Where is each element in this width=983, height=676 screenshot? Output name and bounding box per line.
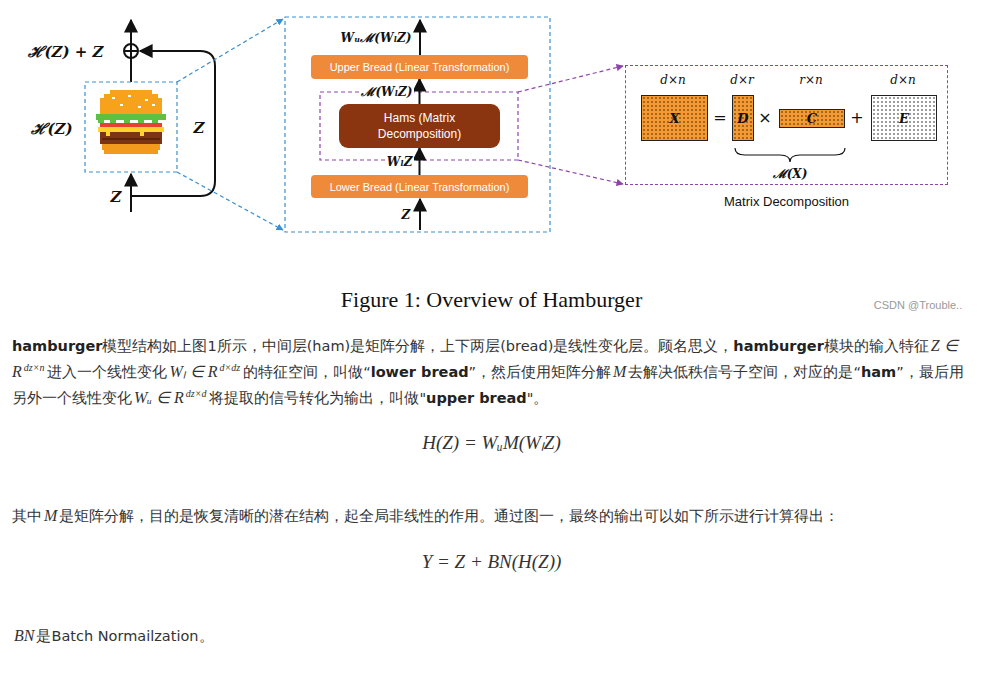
box-label: D bbox=[737, 111, 748, 126]
equation: H(Z) = WᵤM(WₗZ) bbox=[0, 429, 983, 455]
matrix-box: C bbox=[779, 109, 845, 128]
ham-box: Hams (Matrix Decomposition) bbox=[339, 104, 500, 148]
figure-caption: Figure 1: Overview of Hamburger bbox=[0, 287, 983, 313]
operator: = bbox=[713, 108, 726, 127]
math-term: Wₗ ∈ R bbox=[169, 363, 217, 380]
panel-caption: Matrix Decomposition bbox=[626, 194, 947, 209]
text-run: 的特征空间，叫做“ bbox=[243, 364, 371, 380]
matrix-box: D bbox=[732, 95, 754, 141]
matrix-box: X bbox=[641, 95, 708, 141]
edge-label: ℳ(WₗZ) bbox=[360, 83, 413, 100]
math-term: dz×n bbox=[24, 362, 45, 373]
flow-arrow bbox=[419, 148, 421, 175]
box-label: Upper Bread (Linear Transformation) bbox=[330, 61, 510, 73]
paragraph: BN是Batch Normailzation。 bbox=[12, 623, 970, 649]
math-term: M bbox=[613, 363, 626, 380]
zoom-leaders bbox=[177, 19, 623, 230]
box-label: Hams (Matrix Decomposition) bbox=[347, 110, 492, 142]
dimension-label: r×n bbox=[799, 73, 823, 87]
input-symbol: Z bbox=[402, 208, 411, 222]
box-label: X bbox=[669, 111, 679, 126]
dimension-label: d×r bbox=[730, 73, 753, 87]
operator: × bbox=[758, 108, 771, 127]
flow-arrow bbox=[419, 79, 421, 104]
text-run: 去解决低秩信号子空间，对应的是“ bbox=[628, 364, 861, 380]
text-run: Y = Z + BN(H(Z)) bbox=[422, 551, 562, 572]
hamburger-icon bbox=[96, 90, 166, 154]
text-run: "。 bbox=[527, 390, 549, 406]
bold-term: lower bread bbox=[371, 364, 469, 380]
math-term: dz×d bbox=[186, 388, 207, 399]
burger-frame bbox=[85, 82, 177, 172]
text-run: 模型结构如上图1所示，中间层(ham)是矩阵分解，上下两层(bread)是线性变… bbox=[102, 338, 733, 354]
bold-term: upper bread bbox=[426, 390, 527, 406]
text-run: H(Z) = WᵤM(WₗZ) bbox=[422, 432, 561, 453]
watermark: CSDN @Trouble.. bbox=[874, 299, 962, 311]
lower-bread-box: Lower Bread (Linear Transformation) bbox=[311, 175, 528, 198]
box-label: Lower Bread (Linear Transformation) bbox=[330, 181, 510, 193]
paragraph: hamburger模型结构如上图1所示，中间层(ham)是矩阵分解，上下两层(b… bbox=[12, 333, 970, 411]
block-symbol: ℋ(Z) bbox=[31, 118, 72, 138]
text-run: 是Batch Normailzation。 bbox=[36, 628, 213, 644]
paragraph: 其中M是矩阵分解，目的是恢复清晰的潜在结构，起全局非线性的作用。通过图一，最终的… bbox=[12, 503, 970, 529]
dimension-label: d×n bbox=[890, 73, 915, 87]
dimension-label: d×n bbox=[660, 73, 685, 87]
text-run: 其中 bbox=[12, 508, 42, 524]
box-label: C bbox=[807, 111, 817, 126]
edge-label: WₗZ bbox=[386, 155, 414, 169]
math-term: M bbox=[44, 507, 57, 524]
bold-term: hamburger bbox=[733, 338, 823, 354]
output-formula: Wᵤℳ(WₗZ) bbox=[341, 29, 412, 46]
math-term: BN bbox=[14, 627, 34, 644]
upper-bread-box: Upper Bread (Linear Transformation) bbox=[311, 55, 528, 79]
matrix-box: E bbox=[871, 95, 937, 141]
skip-symbol: Z bbox=[194, 119, 205, 137]
text-run: ”，然后使用矩阵分解 bbox=[469, 364, 612, 380]
brace-label: ℳ(X) bbox=[773, 165, 808, 182]
hamburger-detail-frame bbox=[285, 17, 550, 232]
math-term: d×dz bbox=[220, 362, 241, 373]
text-run: 模块的输入特征 bbox=[824, 338, 929, 354]
text-run: 进入一个线性变化 bbox=[47, 364, 167, 380]
underbrace bbox=[735, 148, 845, 162]
equation: Y = Z + BN(H(Z)) bbox=[0, 551, 983, 573]
text-run: 将提取的信号转化为输出，叫做" bbox=[209, 390, 426, 406]
math-term: Wᵤ ∈ R bbox=[134, 389, 184, 406]
output-formula: ℋ(Z) + Z bbox=[28, 41, 103, 61]
input-symbol: Z bbox=[111, 188, 122, 206]
operator: + bbox=[850, 108, 863, 127]
box-label: E bbox=[899, 111, 909, 126]
bold-term: hamburger bbox=[12, 338, 102, 354]
text-run: 是矩阵分解，目的是恢复清晰的潜在结构，起全局非线性的作用。通过图一，最终的输出可… bbox=[59, 508, 839, 524]
bold-term: ham bbox=[861, 364, 896, 380]
